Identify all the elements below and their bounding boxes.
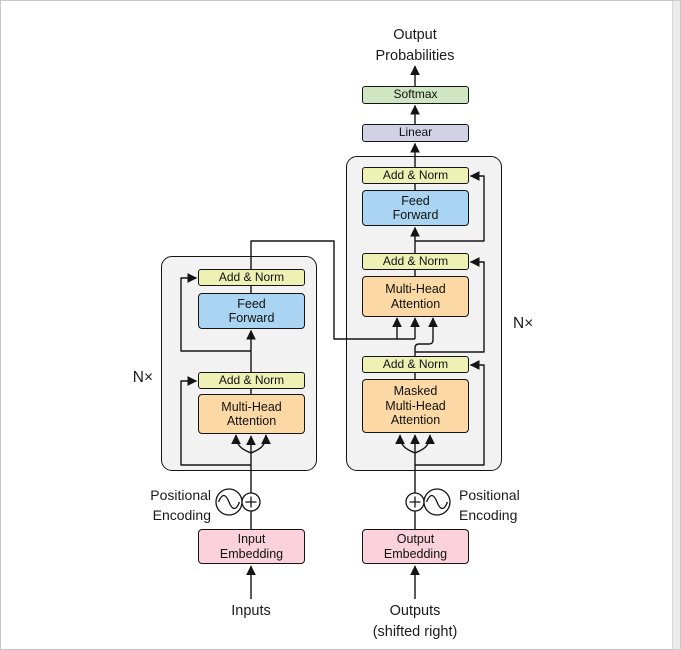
output-embedding-box: Output Embedding (362, 529, 469, 564)
masked-multi-head-attention-box: Masked Multi-Head Attention (362, 379, 469, 433)
encoder-add-norm-top-box: Add & Norm (198, 269, 305, 286)
linear-box: Linear (362, 124, 469, 142)
decoder-add-norm-mid-box: Add & Norm (362, 253, 469, 270)
right-gutter (672, 1, 680, 649)
arrow-encoder-attention-in-right (250, 434, 271, 454)
sine-wave-icon-left (215, 488, 243, 516)
sine-wave-icon-right (423, 488, 451, 516)
arrow-masked-attention-in-left (395, 434, 416, 454)
positional-encoding-label-right: Positional Encoding (459, 487, 520, 524)
arrow-decoder-residual-top (415, 171, 485, 242)
arrow-decoder-residual-bottom (415, 360, 485, 466)
decoder-add-norm-top-box: Add & Norm (362, 167, 469, 184)
encoder-multi-head-attention-box: Multi-Head Attention (198, 394, 305, 434)
encoder-add-norm-bottom-box: Add & Norm (198, 372, 305, 389)
decoder-feed-forward-box: Feed Forward (362, 190, 469, 226)
outputs-label: Outputs (shifted right) (372, 603, 458, 641)
arrow-decoder-query-stream (414, 317, 438, 356)
softmax-box: Softmax (362, 86, 469, 104)
positional-encoding-label-left: Positional Encoding (150, 487, 211, 524)
inputs-label: Inputs (231, 603, 271, 619)
input-embedding-box: Input Embedding (198, 529, 305, 564)
encoder-feed-forward-box: Feed Forward (198, 293, 305, 329)
line-encoder-to-decoder (250, 240, 415, 340)
encoder-repeat-label: N× (132, 369, 153, 386)
output-probabilities-label: Output Probabilities (375, 27, 455, 65)
arrow-encoder-attention-in-left (231, 434, 252, 454)
decoder-multi-head-attention-box: Multi-Head Attention (362, 276, 469, 317)
arrow-decoder-residual-middle (415, 257, 485, 353)
plus-icon-left (241, 492, 261, 512)
arrow-encoder-residual-top (180, 273, 251, 352)
arrow-encoder-residual-bottom (180, 376, 251, 466)
plus-icon-right (405, 492, 425, 512)
arrow-masked-attention-in-right (414, 434, 435, 454)
decoder-add-norm-bottom-box: Add & Norm (362, 356, 469, 373)
decoder-repeat-label: N× (513, 315, 534, 332)
